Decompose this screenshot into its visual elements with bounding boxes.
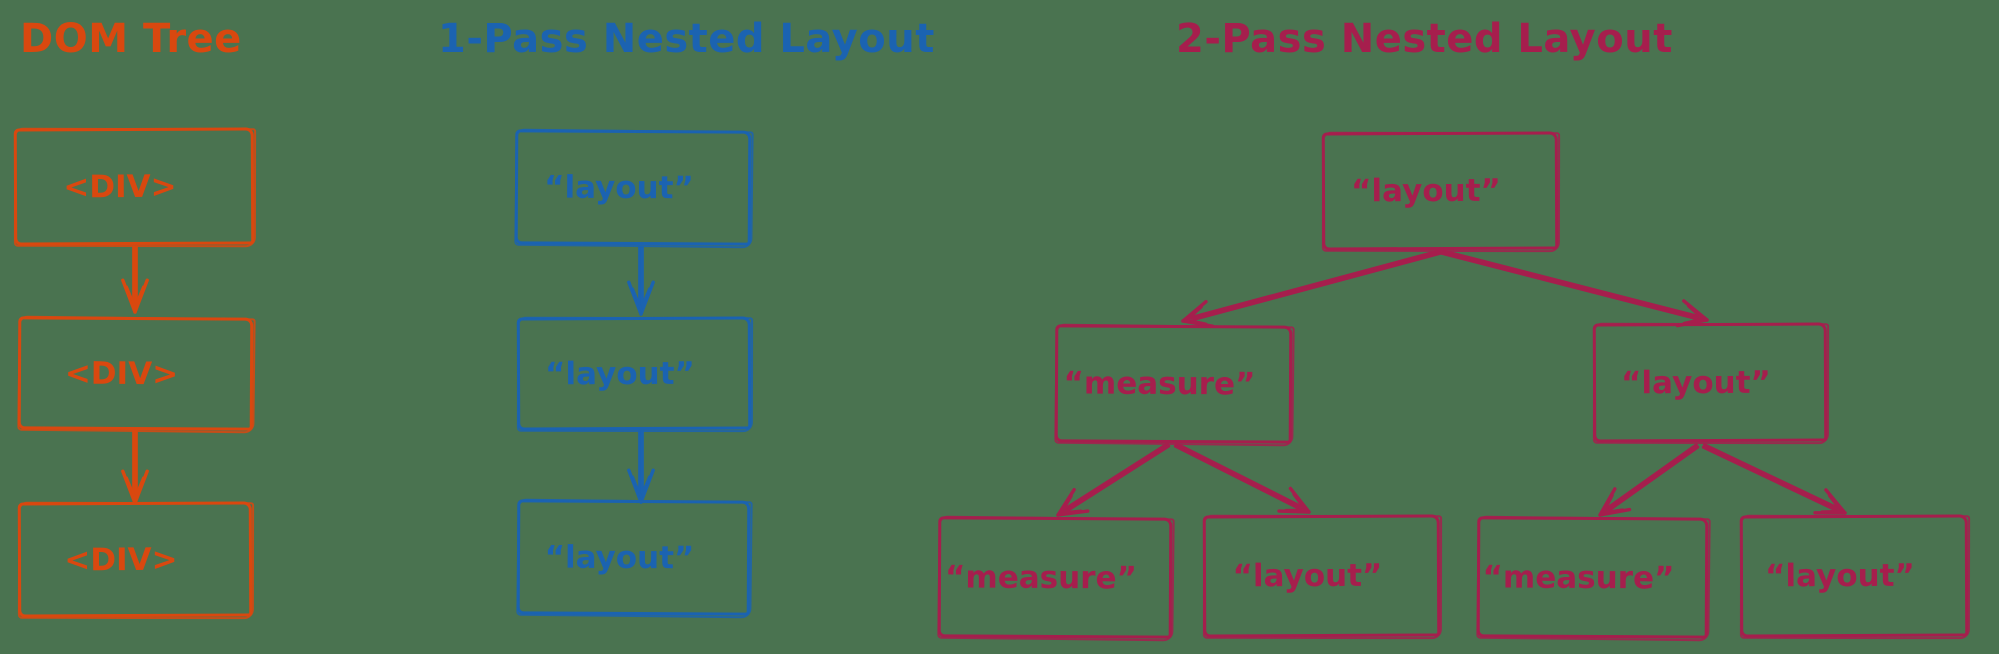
arrow — [1440, 249, 1709, 328]
node-dom-div-2: <DIV> — [17, 316, 254, 431]
node-two-pass-leaf-measure-1: “measure” — [937, 516, 1173, 639]
node-label: “layout” — [1621, 364, 1771, 401]
arrow — [1173, 442, 1311, 514]
node-label: “measure” — [1063, 365, 1256, 403]
node-two-pass-leaf-measure-2: “measure” — [1476, 516, 1709, 639]
arrow — [1598, 443, 1700, 517]
node-one-pass-layout-2: “layout” — [516, 316, 752, 431]
node-one-pass-layout-3: “layout” — [516, 499, 751, 616]
node-two-pass-leaf-layout-1: “layout” — [1202, 514, 1441, 638]
arrow — [1056, 442, 1171, 517]
node-dom-div-1: <DIV> — [13, 127, 255, 246]
node-label: <DIV> — [63, 168, 177, 205]
arrow — [1701, 443, 1847, 515]
node-label: “layout” — [1232, 557, 1383, 595]
node-label: <DIV> — [64, 355, 179, 392]
arrow — [627, 429, 655, 504]
node-label: “layout” — [545, 355, 695, 392]
arrow — [121, 429, 149, 505]
node-two-pass-layout: “layout” — [1592, 322, 1828, 443]
title-dom-tree: DOM Tree — [20, 16, 242, 62]
node-label: “layout” — [544, 169, 694, 206]
node-label: “measure” — [1482, 558, 1675, 596]
title-two-pass-nested-layout: 2-Pass Nested Layout — [1176, 16, 1673, 62]
node-label: “layout” — [544, 539, 695, 576]
node-two-pass-measure: “measure” — [1054, 324, 1293, 444]
node-two-pass-root-layout: “layout” — [1321, 131, 1559, 251]
arrow — [121, 245, 149, 314]
node-dom-div-3: <DIV> — [17, 501, 253, 618]
node-one-pass-layout-1: “layout” — [514, 129, 752, 246]
arrow — [627, 245, 655, 316]
node-label: “measure” — [944, 558, 1137, 596]
node-label: “layout” — [1765, 557, 1915, 595]
node-label: “layout” — [1351, 172, 1501, 210]
title-one-pass-nested-layout: 1-Pass Nested Layout — [438, 16, 935, 62]
node-two-pass-leaf-layout-2: “layout” — [1739, 514, 1969, 638]
arrow — [1181, 249, 1442, 328]
node-label: <DIV> — [64, 541, 178, 578]
